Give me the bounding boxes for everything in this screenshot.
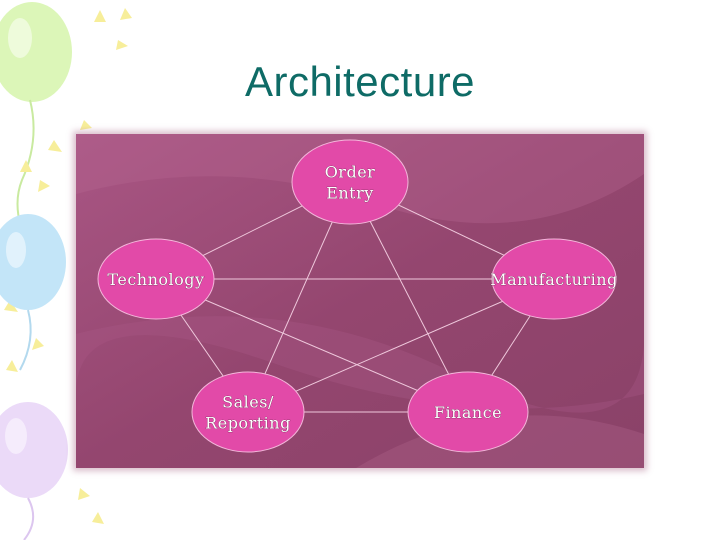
- node-label: Sales/: [222, 393, 274, 412]
- slide-title: Architecture: [244, 58, 476, 105]
- green-balloon-icon: [0, 2, 72, 251]
- edge-technology-finance: [155, 278, 469, 413]
- confetti-icon: [4, 8, 132, 524]
- lilac-balloon-icon: [0, 402, 68, 540]
- node-technology: Technology: [97, 238, 215, 320]
- node-label: Order: [325, 163, 376, 182]
- node-sales-reporting: Sales/Reporting: [191, 371, 305, 453]
- node-shape: [97, 238, 215, 320]
- node-shape: [291, 139, 409, 225]
- node-shape: [491, 238, 617, 320]
- node-label: Reporting: [205, 414, 291, 433]
- node-shape: [407, 371, 529, 453]
- balloons-icon: [0, 2, 132, 540]
- node-manufacturing: Manufacturing: [490, 238, 618, 320]
- blue-balloon-icon: [0, 214, 66, 371]
- node-shape: [191, 371, 305, 453]
- node-label: Technology: [107, 270, 204, 289]
- node-label: Finance: [434, 403, 502, 422]
- node-finance: Finance: [407, 371, 529, 453]
- wave-highlight: [76, 316, 644, 413]
- node-label: Entry: [326, 184, 374, 203]
- node-label: Manufacturing: [490, 270, 618, 289]
